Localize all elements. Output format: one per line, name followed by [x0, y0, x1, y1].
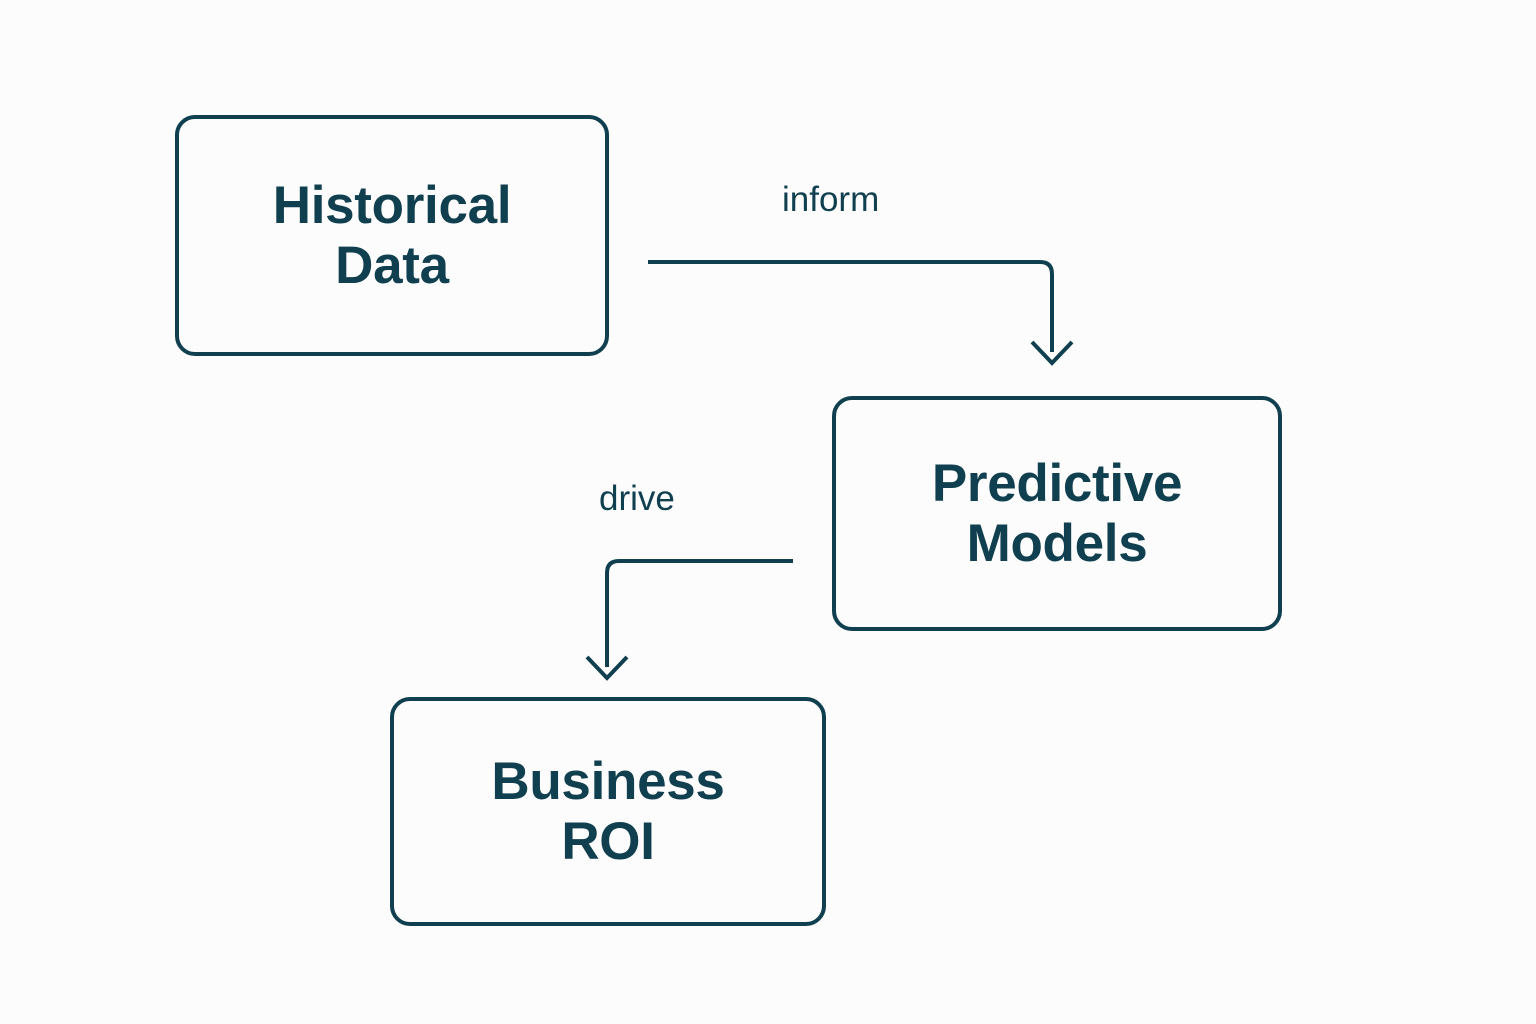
node-historical-data-label: Historical Data	[272, 176, 512, 295]
node-business-roi[interactable]: Business ROI	[390, 697, 826, 926]
node-predictive-models-label: Predictive Models	[931, 454, 1183, 573]
edge-label-inform: inform	[782, 180, 880, 219]
edge-drive-path	[605, 559, 793, 667]
edge-drive	[585, 559, 793, 681]
edge-inform	[648, 260, 1074, 366]
edge-drive-arrowhead-icon	[585, 655, 629, 681]
node-predictive-models[interactable]: Predictive Models	[832, 396, 1282, 631]
edge-inform-path	[648, 260, 1054, 352]
node-historical-data[interactable]: Historical Data	[175, 115, 609, 356]
node-business-roi-label: Business ROI	[491, 752, 725, 871]
edge-label-drive: drive	[599, 479, 675, 518]
edge-inform-arrowhead-icon	[1030, 340, 1074, 366]
